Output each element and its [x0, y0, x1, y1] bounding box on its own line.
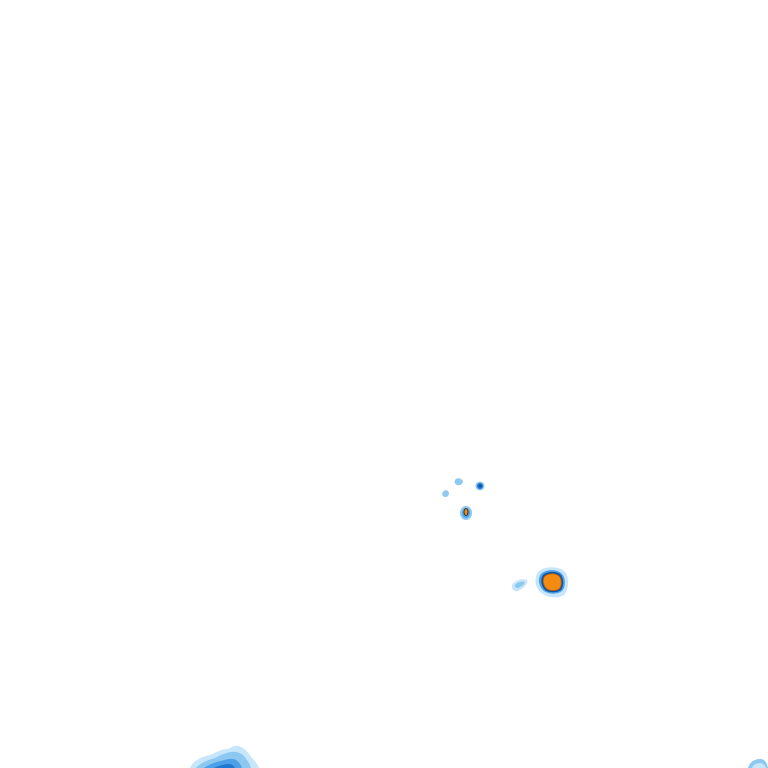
echo-cell-mid-west: [442, 490, 449, 498]
echo-core: [463, 508, 469, 516]
echo-very-light-band: [752, 763, 766, 768]
echo-light-band: [514, 581, 525, 588]
echo-cell-mid-north: [454, 478, 463, 486]
echo-cell-southeast-edge: [748, 759, 768, 768]
echo-strong-band: [214, 764, 235, 768]
echo-cell-southwest: [190, 745, 259, 768]
echo-cell-east: [535, 567, 569, 598]
echo-cell-east-fringe: [511, 579, 528, 592]
echo-cell-mid-northeast: [475, 481, 485, 491]
echo-cell-mid-south: [460, 506, 472, 520]
echo-deep-band: [478, 484, 483, 488]
echo-core: [542, 573, 562, 591]
echo-light-band: [442, 490, 449, 498]
echo-light-band: [454, 478, 463, 486]
